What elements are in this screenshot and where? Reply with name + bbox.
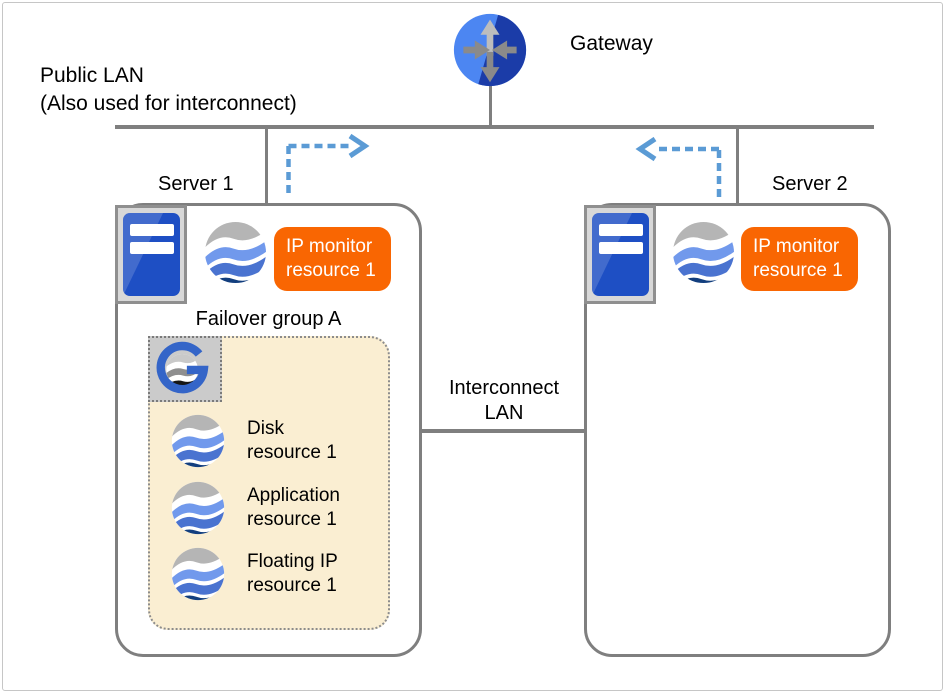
failover-group-logo-plate: [148, 336, 222, 402]
server1-connector-line: [265, 129, 268, 204]
failover-group-label: Failover group A: [195, 308, 342, 330]
disk-resource-icon: [171, 414, 225, 468]
public-lan-label-line1: Public LAN: [40, 64, 144, 87]
server2-connector-line: [736, 129, 739, 204]
floating-ip-resource-label-line1: Floating IP: [247, 551, 338, 572]
application-resource-label: Application resource 1: [247, 484, 340, 532]
gateway-router-icon: [453, 13, 527, 87]
interconnect-lan-label-line2: LAN: [484, 402, 524, 424]
interconnect-lan-line: [422, 429, 584, 433]
application-resource-label-line2: resource 1: [247, 509, 337, 530]
server1-ip-monitor-badge-line1: IP monitor: [286, 236, 373, 257]
floating-ip-resource-label: Floating IP resource 1: [247, 550, 338, 598]
application-resource-icon: [171, 481, 225, 535]
interconnect-lan-label: Interconnect LAN: [428, 376, 580, 426]
public-lan-label-line2: (Also used for interconnect): [40, 92, 297, 115]
server2-ip-monitor-badge: IP monitor resource 1: [741, 227, 858, 291]
disk-resource-label-line1: Disk: [247, 418, 284, 439]
resource-row-application: Application resource 1: [171, 481, 340, 535]
server1-label: Server 1: [158, 173, 234, 195]
server1-monitor-route-arrow: [286, 133, 370, 193]
failover-group-logo-icon: [155, 339, 215, 399]
server2-ip-monitor-badge-line2: resource 1: [753, 260, 843, 281]
public-lan-bus-line: [115, 125, 874, 129]
gateway-label: Gateway: [570, 32, 653, 55]
application-resource-label-line1: Application: [247, 485, 340, 506]
floating-ip-resource-icon: [171, 547, 225, 601]
public-lan-label: Public LAN (Also used for interconnect): [40, 62, 297, 118]
resource-row-floating-ip: Floating IP resource 1: [171, 547, 338, 601]
server1-monitor-resource-icon: [204, 221, 267, 284]
server1-ip-monitor-badge-line2: resource 1: [286, 260, 376, 281]
gateway-connector-line: [489, 84, 492, 126]
failover-group-box: Disk resource 1 Application resource 1 F…: [148, 336, 390, 630]
disk-resource-label: Disk resource 1: [247, 417, 337, 465]
disk-resource-label-line2: resource 1: [247, 442, 337, 463]
server2-label: Server 2: [772, 173, 848, 195]
server2-ip-monitor-badge-line1: IP monitor: [753, 236, 840, 257]
server1-tower-icon: [115, 205, 187, 304]
floating-ip-resource-label-line2: resource 1: [247, 575, 337, 596]
interconnect-lan-label-line1: Interconnect: [448, 377, 560, 399]
server1-ip-monitor-badge: IP monitor resource 1: [274, 227, 391, 291]
server2-monitor-route-arrow: [635, 137, 722, 197]
server2-tower-icon: [584, 205, 656, 304]
server2-monitor-resource-icon: [672, 221, 735, 284]
resource-row-disk: Disk resource 1: [171, 414, 337, 468]
